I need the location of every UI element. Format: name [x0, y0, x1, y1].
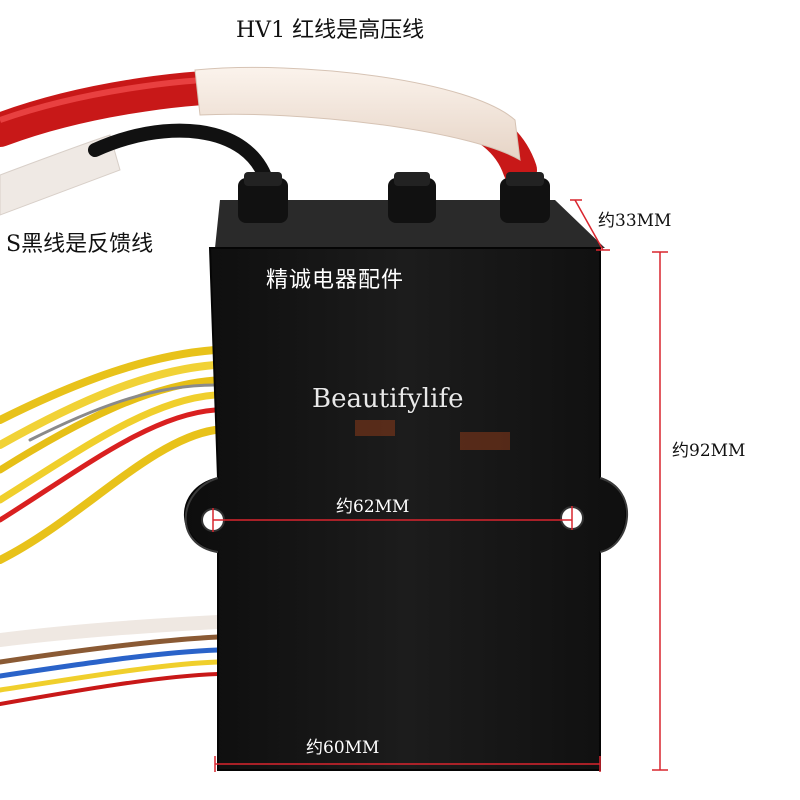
brand-label: 精诚电器配件 — [266, 268, 405, 293]
dim-depth-label: 约33MM — [598, 211, 672, 231]
lower-wire-harness — [0, 615, 225, 706]
box-print-marks — [355, 420, 510, 450]
hv-wire-note: HV1 红线是高压线 — [236, 18, 425, 43]
dim-line-width — [214, 756, 601, 772]
dim-line-height — [652, 251, 668, 771]
feedback-wire-note: S黑线是反馈线 — [6, 232, 154, 257]
dim-holes-label: 约62MM — [336, 497, 410, 517]
watermark: Beautifylife — [312, 384, 464, 414]
dim-height-label: 约92MM — [672, 441, 746, 461]
mounting-ear-right — [599, 477, 628, 553]
white-sleeve-top — [194, 66, 521, 161]
dim-line-depth — [570, 199, 610, 251]
dim-line-holes — [212, 506, 573, 532]
mounting-ear-left — [184, 477, 219, 553]
black-feedback-wire — [88, 123, 275, 192]
left-wire-harness — [0, 346, 219, 564]
dim-width-label: 约60MM — [306, 738, 380, 758]
white-tube-left — [0, 134, 121, 216]
connector-posts — [238, 172, 550, 223]
